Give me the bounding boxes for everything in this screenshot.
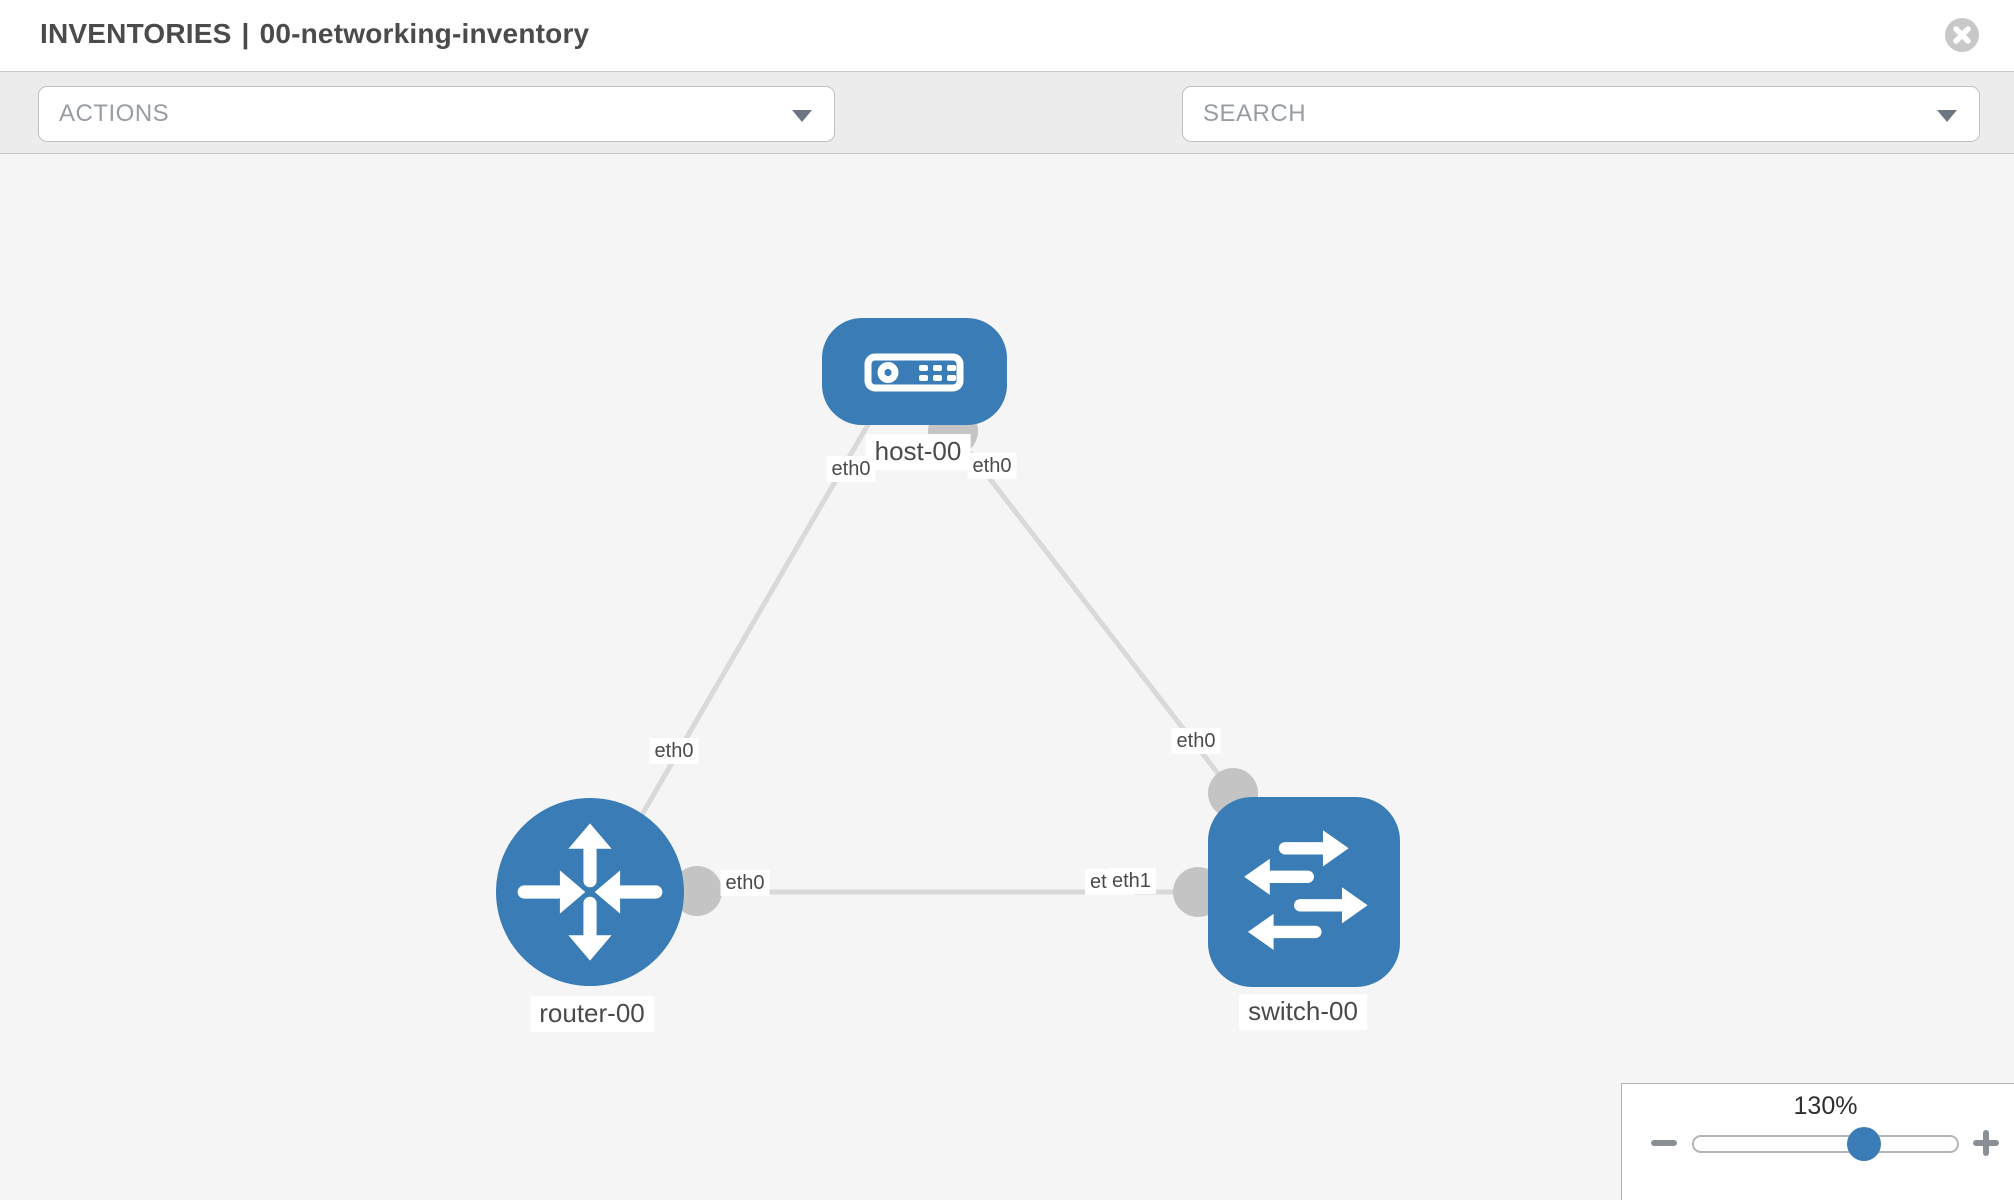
node-label-host-00: host-00 bbox=[865, 434, 971, 470]
if-label-switch-eth0: eth0 bbox=[1171, 728, 1221, 754]
zoom-slider-handle[interactable] bbox=[1847, 1127, 1881, 1161]
switch-icon bbox=[1244, 830, 1368, 950]
zoom-in-button[interactable] bbox=[1973, 1130, 1999, 1156]
host-icon bbox=[864, 353, 964, 392]
topology-canvas[interactable]: host-00 router-00 switch-00 eth0 eth0 et… bbox=[0, 154, 2014, 1200]
chevron-down-icon bbox=[792, 110, 812, 122]
breadcrumb-separator: | bbox=[241, 18, 250, 49]
header-bar: INVENTORIES | 00-networking-inventory bbox=[0, 0, 2014, 71]
zoom-slider-track[interactable] bbox=[1692, 1135, 1959, 1153]
breadcrumb-inventories[interactable]: INVENTORIES bbox=[40, 18, 232, 49]
zoom-level-value: 130% bbox=[1793, 1092, 1858, 1120]
if-label-host-eth0-left: eth0 bbox=[826, 456, 876, 482]
if-label-host-eth0-right: eth0 bbox=[967, 453, 1017, 479]
close-icon bbox=[1945, 18, 1979, 52]
breadcrumb-inventory-name: 00-networking-inventory bbox=[259, 18, 590, 49]
toolbar: ACTIONS SEARCH bbox=[0, 71, 2014, 200]
zoom-panel: 130% bbox=[1621, 1083, 2014, 1200]
link-host-router[interactable] bbox=[593, 402, 883, 896]
search-dropdown-label: SEARCH bbox=[1203, 100, 1307, 127]
if-label-switch-eth1: eth1 bbox=[1107, 868, 1156, 894]
if-label-router-eth0: eth0 bbox=[720, 870, 770, 896]
node-host-00[interactable] bbox=[822, 318, 1007, 425]
close-button[interactable] bbox=[1944, 17, 1980, 53]
actions-dropdown[interactable]: ACTIONS bbox=[38, 86, 835, 142]
node-router-00[interactable] bbox=[496, 798, 684, 986]
plus-icon bbox=[1983, 1130, 1989, 1156]
node-label-switch-00: switch-00 bbox=[1239, 994, 1367, 1030]
breadcrumb: INVENTORIES | 00-networking-inventory bbox=[40, 18, 589, 50]
zoom-out-button[interactable] bbox=[1651, 1140, 1677, 1146]
actions-dropdown-label: ACTIONS bbox=[59, 100, 170, 127]
node-label-router-00: router-00 bbox=[530, 996, 654, 1032]
search-dropdown[interactable]: SEARCH bbox=[1182, 86, 1980, 142]
port-router-eth0[interactable] bbox=[672, 866, 722, 916]
links-layer bbox=[590, 402, 1303, 917]
if-label-router-eth0-uplink: eth0 bbox=[649, 738, 699, 764]
node-switch-00[interactable] bbox=[1208, 797, 1400, 987]
chevron-down-icon bbox=[1937, 110, 1957, 122]
router-icon bbox=[517, 823, 663, 961]
